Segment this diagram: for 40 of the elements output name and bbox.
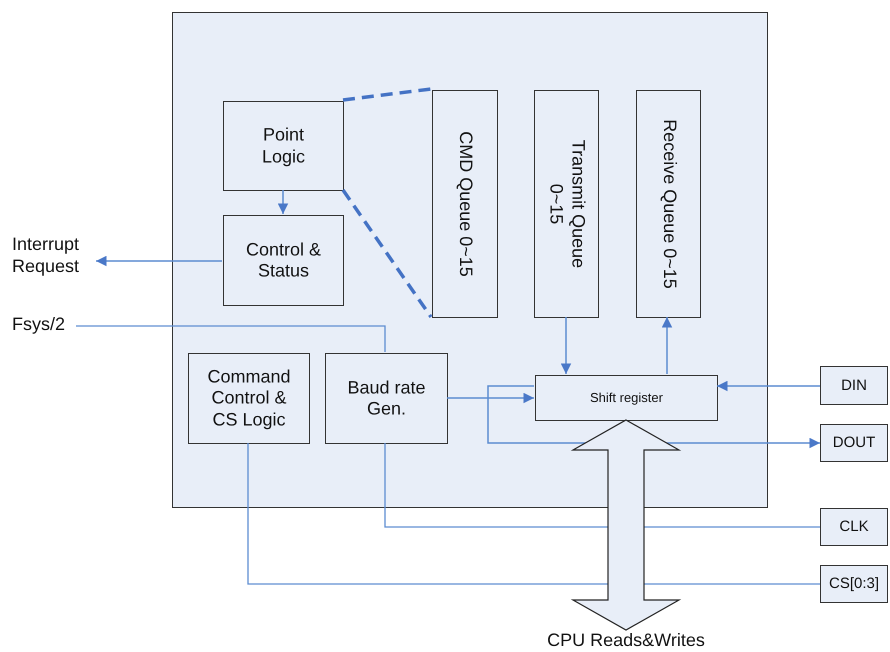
queue-box xyxy=(534,90,599,318)
arrow xyxy=(560,317,572,374)
box-label: DIN xyxy=(840,376,868,394)
arrow xyxy=(96,256,222,266)
process-box xyxy=(325,353,448,444)
box-label: Command Control & CS Logic xyxy=(206,366,292,431)
dashed-link xyxy=(342,87,432,102)
pin-box xyxy=(820,565,888,603)
pin-box xyxy=(820,508,888,546)
signal-label: Interrupt Request xyxy=(12,234,80,278)
box-label: Shift register xyxy=(589,390,664,406)
box-label: Baud rate Gen. xyxy=(346,376,427,420)
dashed-link xyxy=(342,189,432,318)
process-box xyxy=(223,101,344,191)
arrow xyxy=(447,392,534,404)
arrow xyxy=(662,317,672,374)
signal-line xyxy=(384,443,820,528)
queue-box xyxy=(432,90,498,318)
double-arrow xyxy=(570,419,682,631)
process-box xyxy=(188,353,310,444)
signal-line xyxy=(247,443,820,585)
box-label: Control & Status xyxy=(244,238,322,282)
register-box xyxy=(535,375,718,421)
box-label: DOUT xyxy=(832,434,876,452)
bus-label: CPU Reads&Writes xyxy=(546,630,706,652)
box-label: Receive Queue 0~15 xyxy=(658,118,680,291)
queue-box xyxy=(636,90,701,318)
box-label: Transmit Queue 0~15 xyxy=(546,138,588,270)
signal-line xyxy=(76,325,386,352)
pin-box xyxy=(820,424,888,462)
arrow xyxy=(278,190,288,214)
box-label: CS[0:3] xyxy=(828,575,880,593)
arrow xyxy=(717,380,820,392)
box-label: CLK xyxy=(838,518,870,536)
process-box xyxy=(223,215,344,306)
signal-label: Fsys/2 xyxy=(12,314,66,336)
module-block xyxy=(172,12,768,508)
box-label: Point Logic xyxy=(260,124,306,168)
pin-box xyxy=(820,366,888,405)
box-label: CMD Queue 0~15 xyxy=(454,130,476,279)
